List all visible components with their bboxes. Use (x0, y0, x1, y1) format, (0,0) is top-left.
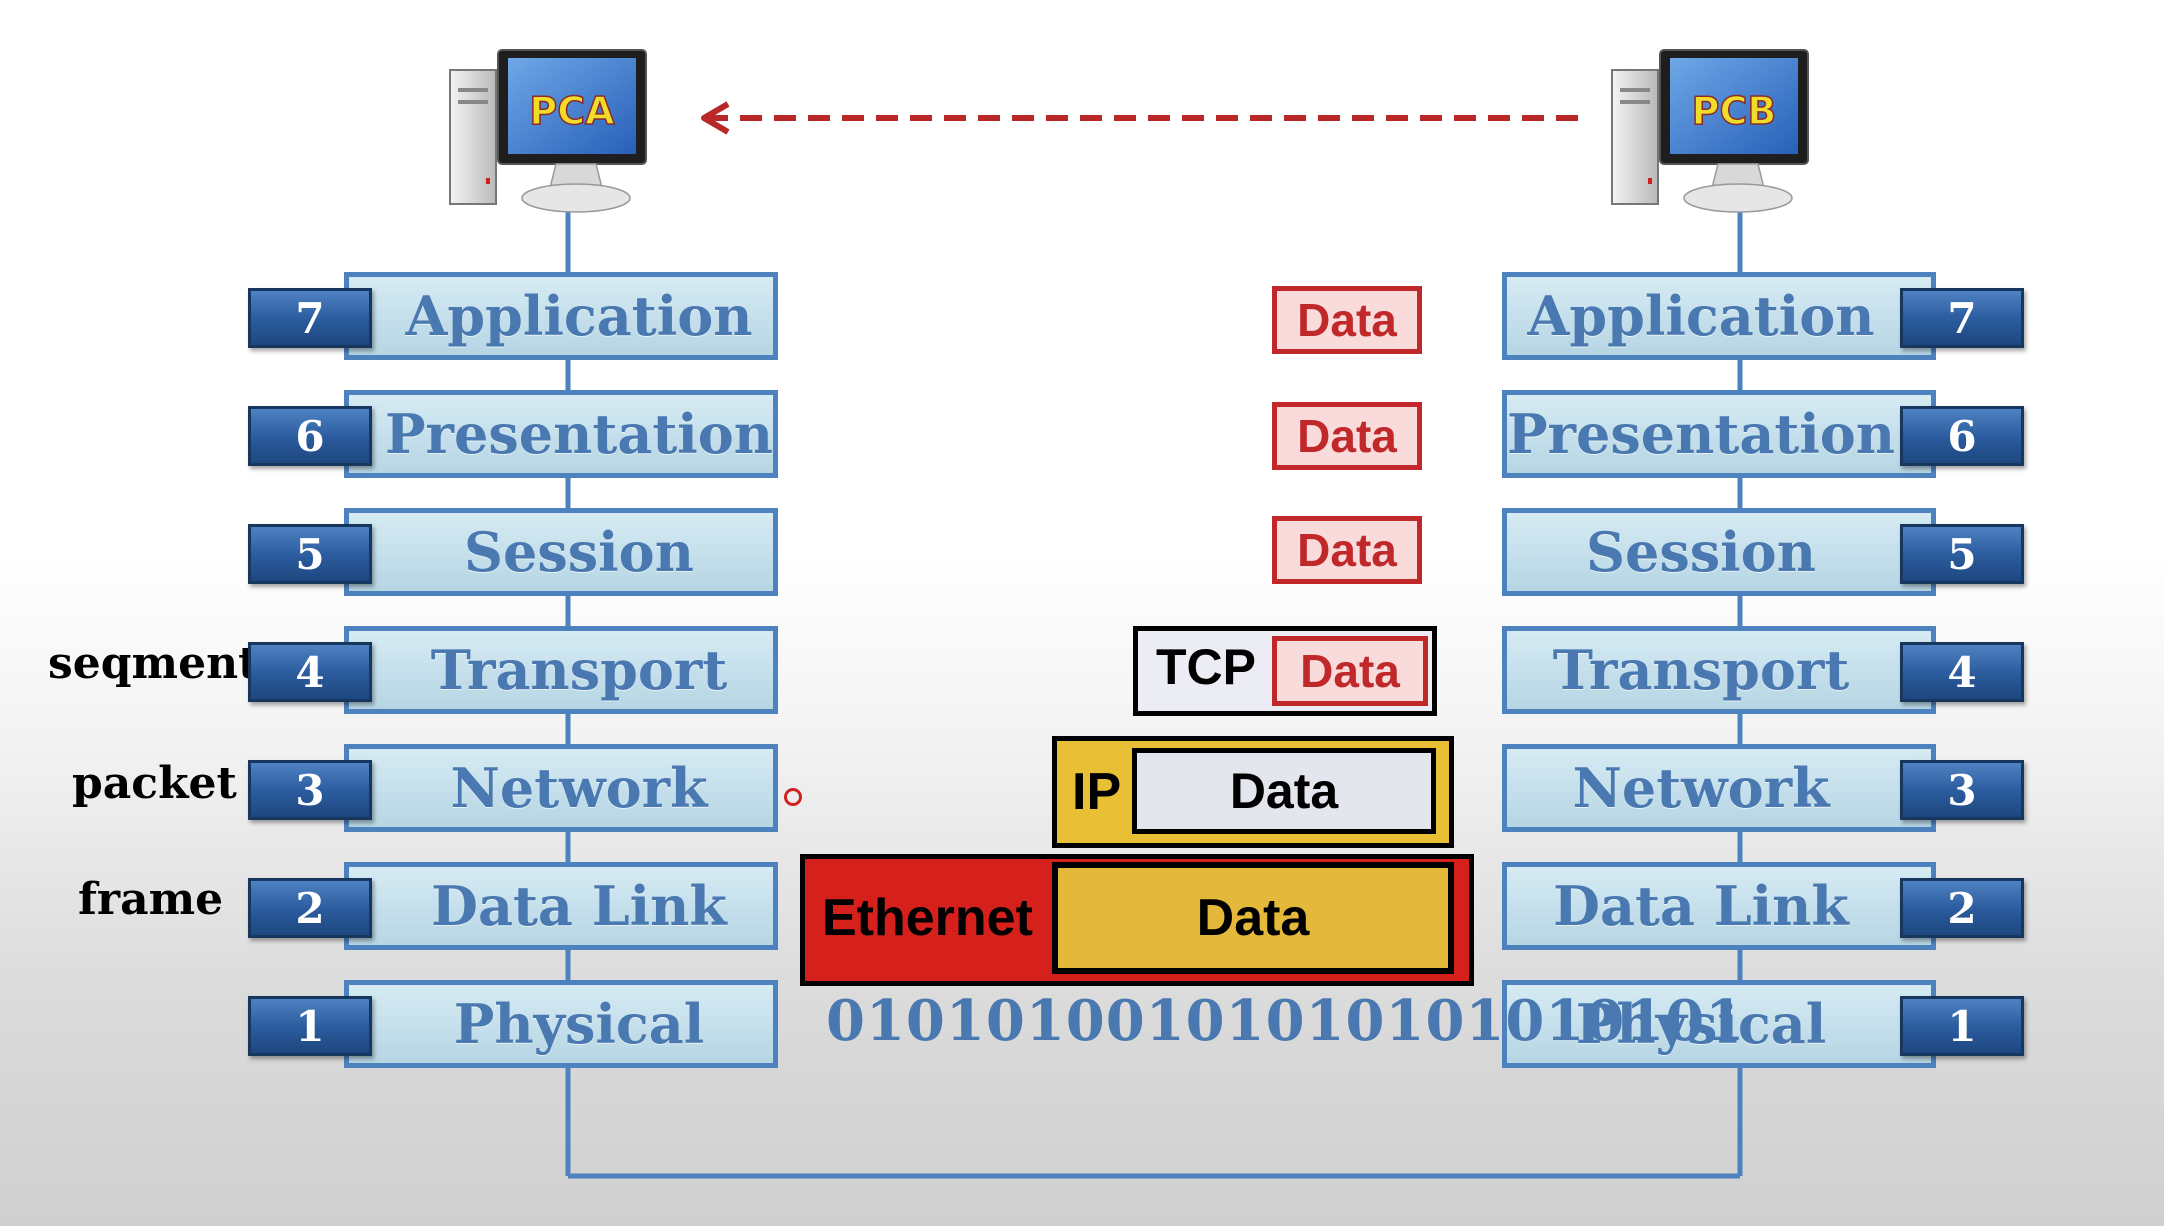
layer-label: Data Link (431, 874, 727, 938)
application-data: Data (1272, 286, 1422, 354)
right-layer-transport: Transport (1502, 626, 1936, 714)
layer-label: Presentation (1506, 402, 1896, 466)
layer-label: Application (405, 284, 753, 348)
layer-label: Physical (1575, 992, 1827, 1056)
layer-label: Network (450, 756, 708, 820)
layer-label: Physical (453, 992, 705, 1056)
host-label-pcb: PCB (1692, 89, 1777, 133)
right-layer-application: Application (1502, 272, 1936, 360)
pdu-label-frame: frame (78, 874, 224, 925)
computer-icon: PCA (449, 49, 647, 213)
layer-number-7: 7 (248, 288, 372, 348)
layer-label: Presentation (384, 402, 774, 466)
left-layer-network: Network (344, 744, 778, 832)
left-layer-session: Session (344, 508, 778, 596)
pdu-label-segment: seqment (48, 638, 259, 689)
session-data: Data (1272, 516, 1422, 584)
presentation-data: Data (1272, 402, 1422, 470)
layer-label: Transport (1552, 638, 1850, 702)
layer-number-1: 1 (248, 996, 372, 1056)
left-layer-physical: Physical (344, 980, 778, 1068)
host-label-pca: PCA (529, 89, 615, 133)
layer-label: Data Link (1553, 874, 1849, 938)
layer-label: Session (1586, 520, 1816, 584)
layer-number-5: 5 (248, 524, 372, 584)
layer-number-2: 2 (248, 878, 372, 938)
layer-number-6: 6 (1900, 406, 2024, 466)
layer-number-4: 4 (248, 642, 372, 702)
pdu-label-packet: packet (72, 758, 237, 809)
packet-data: Data (1132, 748, 1436, 834)
layer-number-3: 3 (1900, 760, 2024, 820)
layer-number-2: 2 (1900, 878, 2024, 938)
layer-number-5: 5 (1900, 524, 2024, 584)
ip-header-label: IP (1072, 763, 1122, 821)
left-layer-data-link: Data Link (344, 862, 778, 950)
right-layer-network: Network (1502, 744, 1936, 832)
right-layer-data-link: Data Link (1502, 862, 1936, 950)
left-layer-presentation: Presentation (344, 390, 778, 478)
layer-label: Application (1527, 284, 1875, 348)
ethernet-header-label: Ethernet (822, 889, 1033, 947)
arrow-head-icon (701, 101, 730, 135)
layer-number-4: 4 (1900, 642, 2024, 702)
layer-label: Session (464, 520, 694, 584)
layer-number-1: 1 (1900, 996, 2024, 1056)
right-layer-session: Session (1502, 508, 1936, 596)
tcp-header-label: TCP (1156, 639, 1256, 695)
layer-number-6: 6 (248, 406, 372, 466)
frame-data: Data (1052, 862, 1454, 974)
layer-number-3: 3 (248, 760, 372, 820)
left-layer-application: Application (344, 272, 778, 360)
computer-icon: PCB (1611, 49, 1809, 213)
physical-bits: 01010100101010101010101 (826, 988, 1746, 1054)
right-layer-presentation: Presentation (1502, 390, 1936, 478)
layer-label: Network (1572, 756, 1830, 820)
cursor-marker-icon (784, 788, 802, 806)
left-layer-transport: Transport (344, 626, 778, 714)
layer-number-7: 7 (1900, 288, 2024, 348)
segment-data: Data (1272, 636, 1428, 706)
layer-label: Transport (430, 638, 728, 702)
